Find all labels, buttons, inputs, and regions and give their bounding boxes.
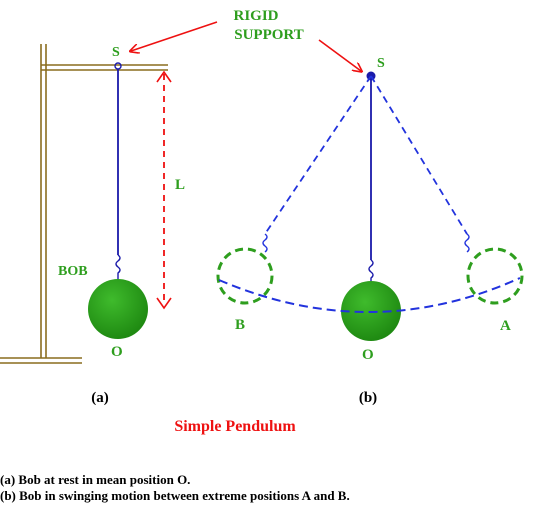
label-o-a: O	[111, 344, 123, 360]
bob-a	[88, 279, 148, 339]
label-s-b: S	[377, 56, 385, 71]
suspension-point-a	[114, 62, 122, 70]
hook-a	[115, 254, 121, 280]
rigid-support-label-line2: SUPPORT	[234, 27, 303, 43]
caption-a: (a) Bob at rest in mean position O.	[0, 472, 191, 487]
length-arrow-top	[156, 70, 172, 83]
stand	[0, 44, 168, 364]
label-l: L	[175, 177, 185, 193]
panel-label-b: (b)	[359, 390, 377, 406]
arrow-to-support-a	[131, 21, 218, 51]
label-a: A	[500, 318, 511, 334]
label-bob: BOB	[58, 264, 88, 279]
hook-left	[262, 233, 268, 253]
label-s-a: S	[112, 45, 120, 60]
caption-b: (b) Bob in swinging motion between extre…	[0, 488, 350, 503]
swing-arc	[218, 277, 521, 313]
label-o-b: O	[362, 347, 374, 363]
hook-b	[368, 259, 374, 284]
dashed-string-left	[264, 75, 372, 235]
bob-extreme-b	[216, 247, 274, 305]
bob-extreme-a	[466, 247, 524, 305]
length-arrow-bottom	[156, 297, 172, 310]
dashed-string-right	[370, 75, 468, 235]
arrow-to-support-b	[318, 39, 361, 71]
diagram-title: Simple Pendulum	[174, 418, 296, 435]
panel-label-a: (a)	[91, 390, 109, 406]
rigid-support-label-line1: RIGID	[233, 8, 278, 24]
hook-right	[464, 233, 470, 253]
label-b: B	[235, 317, 245, 333]
